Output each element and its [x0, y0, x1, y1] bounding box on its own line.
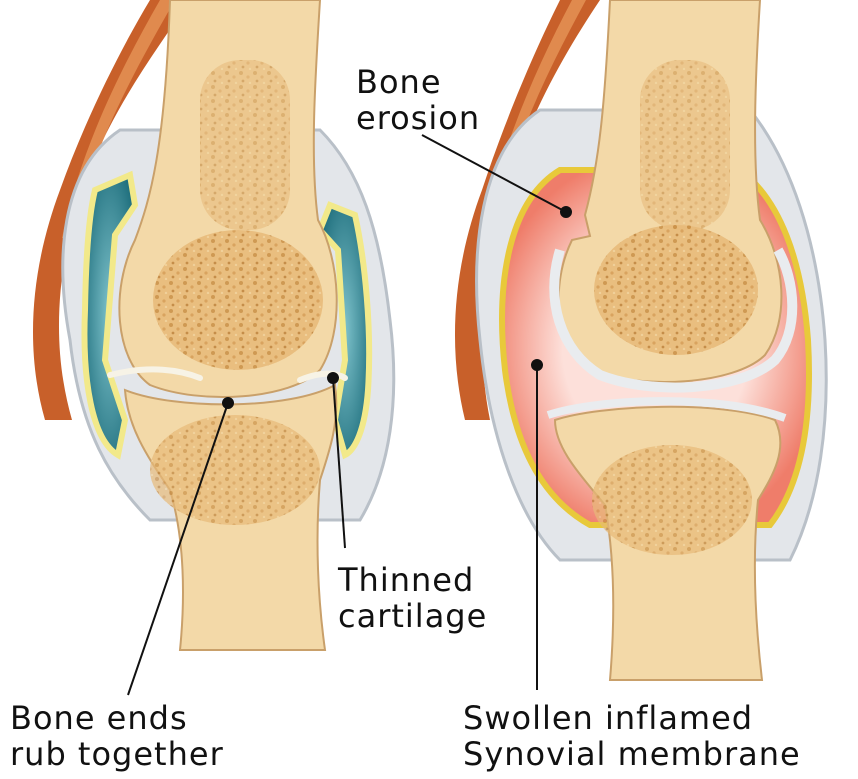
right-upper-bone-texture: [594, 225, 758, 355]
label-swollen-line2: Synovial membrane: [463, 736, 801, 772]
pointer-thinned-cartilage: [328, 373, 338, 383]
right-upper-bone-shaft-texture: [640, 60, 730, 230]
label-thinned-cartilage-line2: cartilage: [338, 598, 487, 634]
pointer-bone-ends: [223, 398, 233, 408]
left-upper-bone-shaft-texture: [200, 60, 290, 230]
left-lower-bone-texture: [150, 415, 320, 525]
left-upper-bone-texture: [153, 230, 323, 370]
label-bone-ends: Bone ends rub together: [10, 700, 224, 772]
pointer-swollen: [532, 360, 542, 370]
right-joint: [455, 0, 826, 680]
label-bone-ends-line1: Bone ends: [10, 700, 224, 736]
pointer-bone-erosion: [561, 207, 571, 217]
label-bone-ends-line2: rub together: [10, 736, 224, 772]
right-lower-bone-texture: [592, 445, 752, 555]
label-bone-erosion-line1: Bone: [356, 64, 480, 100]
label-bone-erosion: Bone erosion: [356, 64, 480, 136]
left-joint: [33, 0, 394, 650]
label-swollen: Swollen inflamed Synovial membrane: [463, 700, 801, 772]
label-thinned-cartilage-line1: Thinned: [338, 562, 487, 598]
label-thinned-cartilage: Thinned cartilage: [338, 562, 487, 634]
label-bone-erosion-line2: erosion: [356, 100, 480, 136]
label-swollen-line1: Swollen inflamed: [463, 700, 801, 736]
